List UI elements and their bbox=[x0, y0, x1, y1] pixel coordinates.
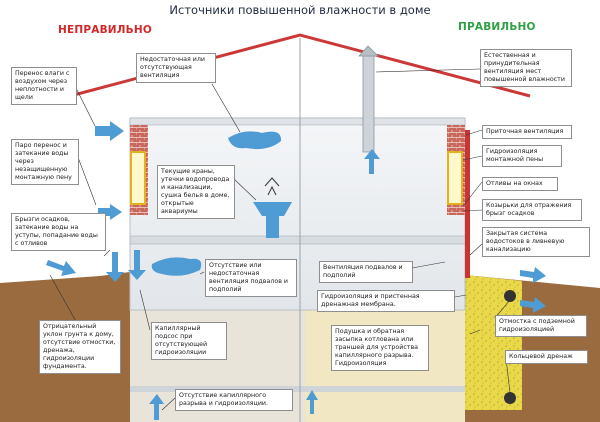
label-drain-system: Закрытая система водостоков в ливневую к… bbox=[482, 227, 590, 257]
label-cushion: Подушка и обратная засыпка котлована или… bbox=[331, 325, 429, 371]
label-blind-area: Отмостка с подземной гидроизоляцией bbox=[495, 315, 587, 337]
label-insufficient-vent: Недостаточная или отсутствующая вентиляц… bbox=[136, 53, 216, 83]
sink-icon bbox=[253, 177, 292, 238]
label-ring-drain: Кольцевой дренаж bbox=[505, 350, 588, 364]
label-slope: Отрицательный уклон грунта к дому, отсут… bbox=[39, 320, 121, 374]
label-natural-vent: Естественная и принудительная вентиляция… bbox=[480, 49, 572, 87]
label-supply-vent: Приточная вентиляция bbox=[482, 125, 572, 139]
drain-pipe-icon bbox=[465, 130, 516, 404]
arrow-icon bbox=[46, 121, 546, 420]
label-basement-vent-right: Вентиляция подвалов и подполий bbox=[319, 261, 413, 283]
chimney-vent-pipe-icon bbox=[358, 45, 379, 153]
label-no-break: Отсутствие капиллярного разрыва и гидрои… bbox=[175, 389, 293, 411]
label-basement-vent-wrong: Отсутствие или недостаточная вентиляция … bbox=[205, 259, 297, 297]
label-capillary: Капиллярный подсос при отсутствующей гид… bbox=[151, 322, 227, 360]
diagram-title: Источники повышенной влажности в доме bbox=[169, 3, 431, 17]
label-visors: Козырьки для отражения брызг осадков bbox=[482, 199, 582, 221]
wrong-heading: НЕПРАВИЛЬНО bbox=[58, 24, 152, 36]
label-membrane: Гидроизоляция и пристенная дренажная мем… bbox=[317, 290, 455, 312]
label-foam-seal: Гидроизоляция монтажной пены bbox=[482, 145, 562, 167]
right-heading: ПРАВИЛЬНО bbox=[458, 21, 536, 33]
label-air-transfer: Перенос влаги с воздухом через неплотнос… bbox=[11, 67, 77, 105]
label-vapor-transfer: Паро перенос и затекание воды через неза… bbox=[11, 139, 79, 185]
water-cloud-icon bbox=[151, 131, 282, 276]
label-sills: Отливы на окнах bbox=[482, 177, 558, 191]
label-splashes: Брызги осадков, затекание воды на уступы… bbox=[11, 213, 106, 251]
label-leaks: Текущие краны, утечки водопровода и кана… bbox=[157, 165, 235, 219]
